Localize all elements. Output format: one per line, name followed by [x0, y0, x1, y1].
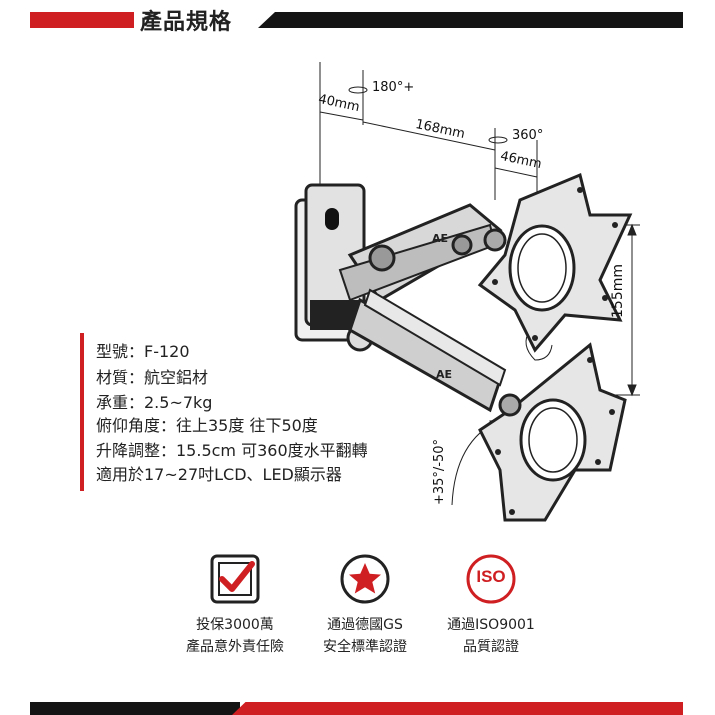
- spec-compatibility: 適用於17~27吋LCD、LED顯示器: [96, 465, 342, 484]
- tilt-range-label: +35°/-50°: [432, 438, 447, 505]
- spec-material: 材質：航空鋁材: [96, 368, 209, 387]
- spec-height: 升降調整：15.5cm 可360度水平翻轉: [96, 441, 368, 460]
- arm-logo: AE: [432, 232, 448, 245]
- star-icon: [340, 554, 390, 604]
- spec-accent-bar: [80, 333, 84, 491]
- iso-icon: ISO: [464, 552, 518, 606]
- iso-label: ISO: [476, 567, 506, 586]
- header-red-bar: [30, 12, 134, 28]
- rotation-swivel-label: 360°: [512, 128, 544, 143]
- section-title: 產品規格: [140, 10, 233, 35]
- lower-arm: AE: [348, 288, 507, 413]
- dim-155-label: 155mm: [610, 264, 626, 318]
- header-black-bar: [258, 12, 683, 28]
- spec-tilt: 俯仰角度：往上35度 往下50度: [96, 416, 318, 435]
- badge-caption-iso: 通過ISO9001 品質認證: [447, 617, 535, 655]
- arm-logo-lower: AE: [436, 368, 452, 381]
- footer-red-bar: [232, 702, 683, 715]
- spec-model: 型號：F-120: [96, 342, 190, 361]
- footer-black-bar: [30, 702, 240, 715]
- lower-vesa-plate: [478, 342, 627, 522]
- rotation-top-label: 180°+: [372, 80, 415, 95]
- checkmark-icon: [210, 554, 260, 604]
- badge-caption-insurance: 投保3000萬 產品意外責任險: [186, 617, 284, 655]
- upper-vesa-plate: [477, 172, 633, 353]
- spec-load: 承重：2.5~7kg: [96, 393, 213, 412]
- badge-caption-gs: 通過德國GS 安全標準認證: [323, 617, 407, 655]
